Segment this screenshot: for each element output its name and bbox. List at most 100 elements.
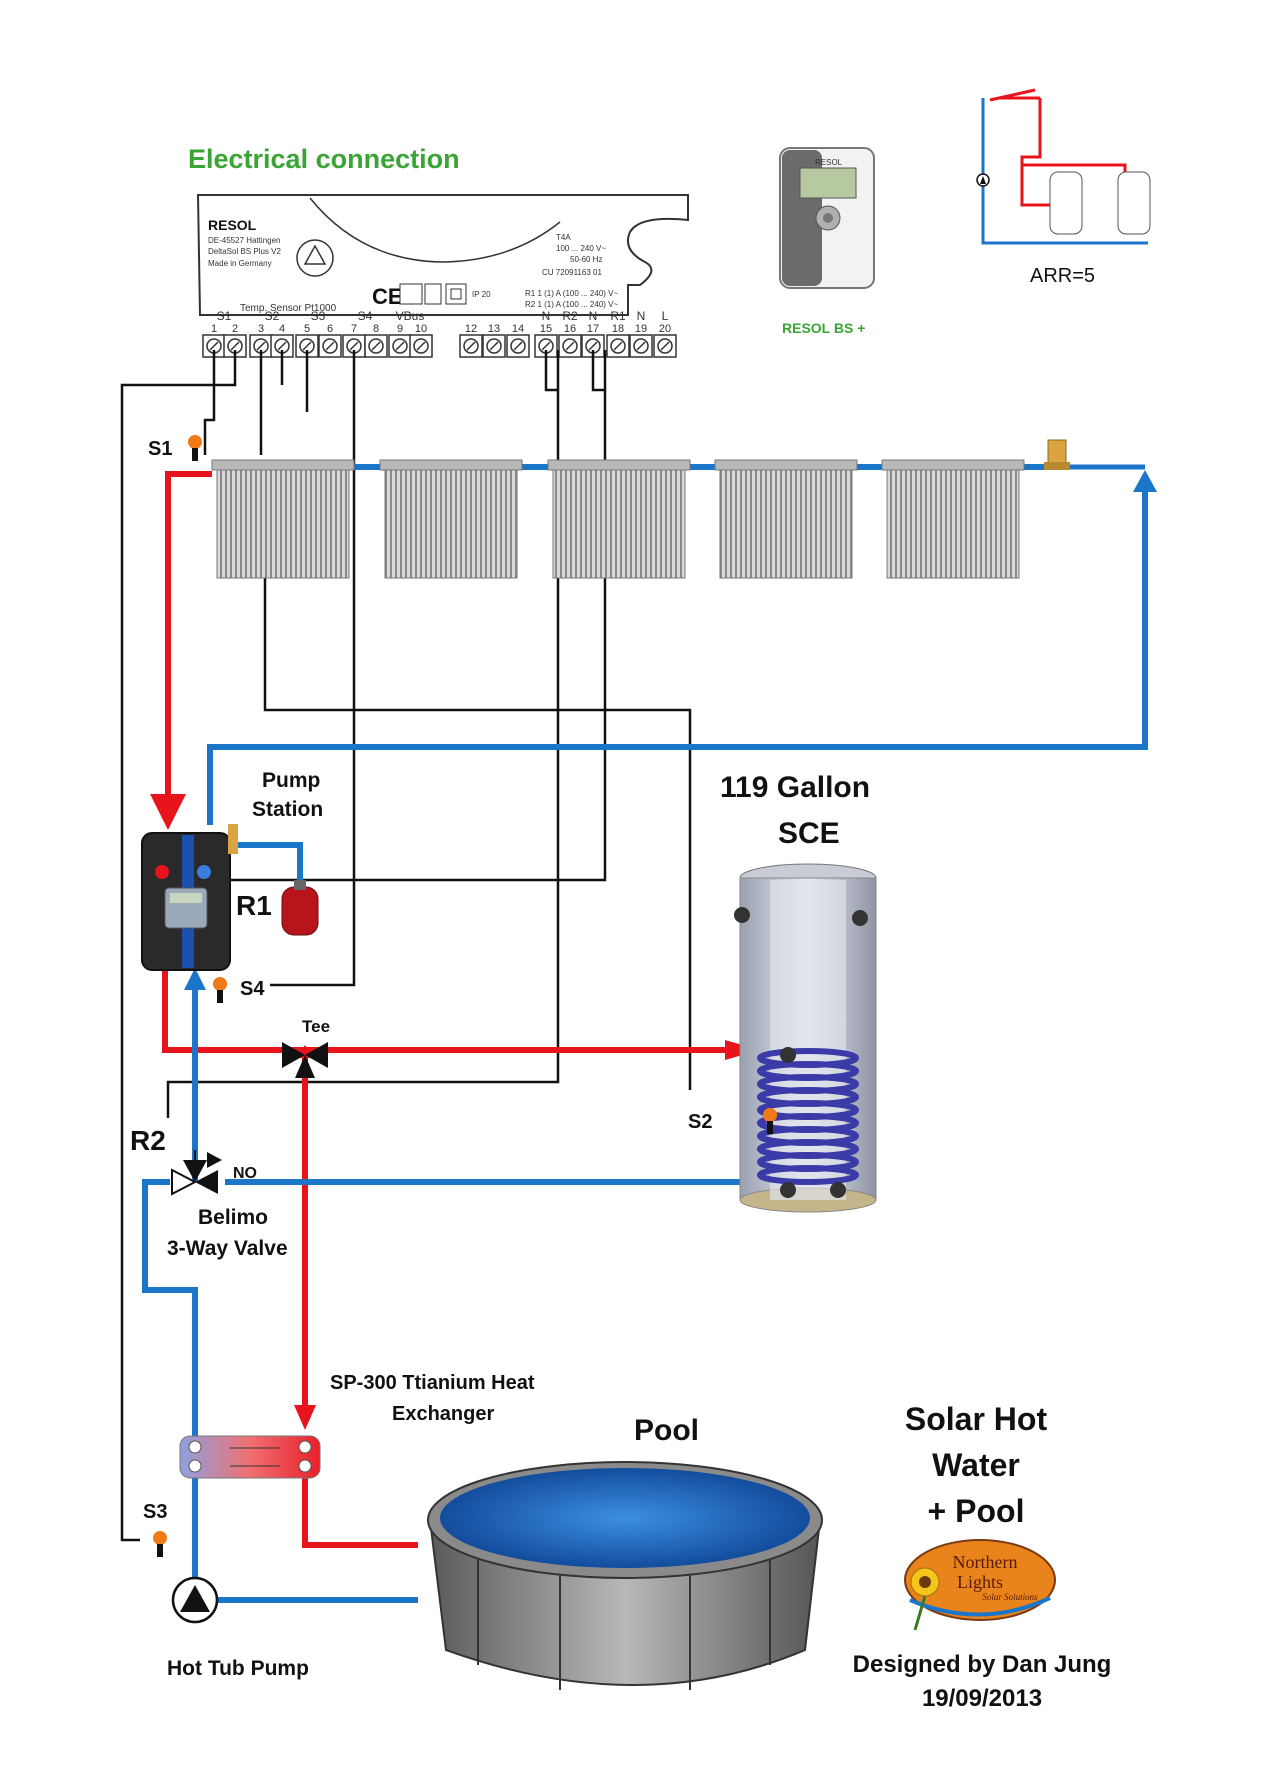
label-s3: S3 — [143, 1501, 167, 1523]
terminal-group-label: N — [637, 309, 646, 323]
control-wiring — [120, 350, 692, 1542]
terminal-number: 12 — [465, 323, 477, 335]
air-vent-icon — [1044, 439, 1070, 470]
terminal-group-label: R2 — [562, 309, 578, 323]
terminal-number: 19 — [635, 323, 647, 335]
title-line-1: Solar Hot — [905, 1401, 1048, 1437]
sensor-s4-icon — [213, 977, 227, 1003]
title-line-2: Water — [932, 1447, 1020, 1483]
controller-code: CU 72091163 01 — [542, 268, 602, 277]
design-date: 19/09/2013 — [922, 1685, 1042, 1712]
title-line-3: + Pool — [928, 1493, 1025, 1529]
label-tank-2: SCE — [778, 817, 840, 850]
three-way-valve-icon — [171, 1150, 222, 1196]
tee-fitting-icon — [282, 1042, 328, 1078]
voltage-rating: 100 ... 240 V~ — [556, 244, 606, 253]
return-arrow-icon — [1133, 470, 1157, 492]
inset-tank-2 — [1117, 171, 1151, 235]
label-hot-tub-pump: Hot Tub Pump — [167, 1657, 309, 1680]
manual-icon — [399, 283, 423, 305]
terminal-number: 2 — [232, 323, 238, 335]
collector-4 — [714, 459, 858, 579]
heating-coil — [757, 1048, 859, 1185]
resol-bs-device: RESOL RESOL BS + — [779, 147, 875, 336]
label-hx-2: Exchanger — [392, 1403, 494, 1425]
terminal-number: 15 — [540, 323, 552, 335]
terminal-group-label: S2 — [265, 309, 280, 323]
controller-panel: Electrical connection RESOL DE-45527 Hat… — [188, 144, 689, 358]
system-schematic-inset: ARR=5 — [976, 88, 1151, 287]
terminal-group-label: S1 — [217, 309, 232, 323]
terminal-group-label: VBus — [396, 309, 425, 323]
terminal-group-label: L — [662, 309, 669, 323]
sensor-s2-icon — [763, 1108, 777, 1134]
ce-mark: CE — [372, 284, 403, 309]
terminal-number: 8 — [373, 323, 379, 335]
coil-loop — [757, 1165, 859, 1185]
expansion-tank-icon — [281, 880, 319, 936]
electrical-connection-heading: Electrical connection — [188, 144, 460, 174]
terminal-group-label: N — [589, 309, 598, 323]
label-valve-1: Belimo — [198, 1206, 268, 1229]
sensor-type-label: Temp. Sensor Pt1000 — [240, 303, 337, 314]
tank-drain-port-icon — [830, 1182, 846, 1198]
relay-r2-rating: R2 1 (1) A (100 ... 240) V~ — [525, 300, 618, 309]
terminal-group-label: S4 — [358, 309, 373, 323]
controller-model: DeltaSol BS Plus V2 — [208, 247, 281, 256]
terminal-number: 5 — [304, 323, 310, 335]
terminal-number: 17 — [587, 323, 599, 335]
solar-collector-array — [211, 439, 1145, 579]
terminal-number: 3 — [258, 323, 264, 335]
label-no: NO — [233, 1165, 257, 1182]
label-tank-1: 119 Gallon — [720, 771, 870, 804]
terminal-number: 18 — [612, 323, 624, 335]
terminal-number: 6 — [327, 323, 333, 335]
collector-2 — [379, 459, 523, 579]
terminal-number: 1 — [211, 323, 217, 335]
terminal-number: 10 — [415, 323, 427, 335]
device-display — [799, 167, 857, 199]
label-s2: S2 — [688, 1111, 712, 1133]
pump-station — [141, 824, 238, 971]
device-display-brand: RESOL — [815, 158, 843, 167]
controller-address: DE-45527 Hattingen — [208, 236, 281, 245]
label-s1: S1 — [148, 438, 172, 460]
cold-gauge-icon — [197, 865, 211, 879]
logo-text-2: Lights — [957, 1572, 1003, 1592]
sensor-s3-icon — [153, 1531, 167, 1557]
ip-rating: IP 20 — [472, 290, 491, 299]
label-pump-station-1: Pump — [262, 769, 320, 792]
terminal-number: 14 — [512, 323, 524, 335]
storage-tank — [734, 863, 877, 1213]
piping — [142, 470, 1157, 1603]
sensor-s1-icon — [188, 435, 202, 461]
hot-tub-pump-icon — [171, 1576, 219, 1624]
inset-tank-1 — [1049, 171, 1083, 235]
terminal-number: 20 — [659, 323, 671, 335]
safety-valve-icon — [228, 824, 238, 854]
terminal-number: 4 — [279, 323, 285, 335]
tank-port-icon — [852, 910, 868, 926]
device-name: RESOL BS + — [782, 320, 865, 336]
collector-5 — [881, 459, 1025, 579]
collector-1 — [211, 459, 355, 579]
northern-lights-logo — [904, 1539, 1056, 1631]
pump-return-arrow-icon — [184, 968, 206, 990]
tank-port-icon — [734, 907, 750, 923]
logo-text-1: Northern — [953, 1552, 1018, 1572]
terminal-number: 13 — [488, 323, 500, 335]
label-hx-1: SP-300 Ttianium Heat — [330, 1372, 535, 1394]
hot-gauge-icon — [155, 865, 169, 879]
double-insulation-icon — [445, 283, 467, 305]
frequency-rating: 50-60 Hz — [570, 255, 602, 264]
hx-inlet-arrow-icon — [294, 1405, 316, 1430]
coil-inlet-port-icon — [780, 1047, 796, 1063]
terminal-group-label: S3 — [311, 309, 326, 323]
terminal-number: 16 — [564, 323, 576, 335]
pool-illustration — [427, 1461, 823, 1690]
logo-tagline: Solar Solutions — [982, 1592, 1038, 1602]
terminal-number: 9 — [397, 323, 403, 335]
